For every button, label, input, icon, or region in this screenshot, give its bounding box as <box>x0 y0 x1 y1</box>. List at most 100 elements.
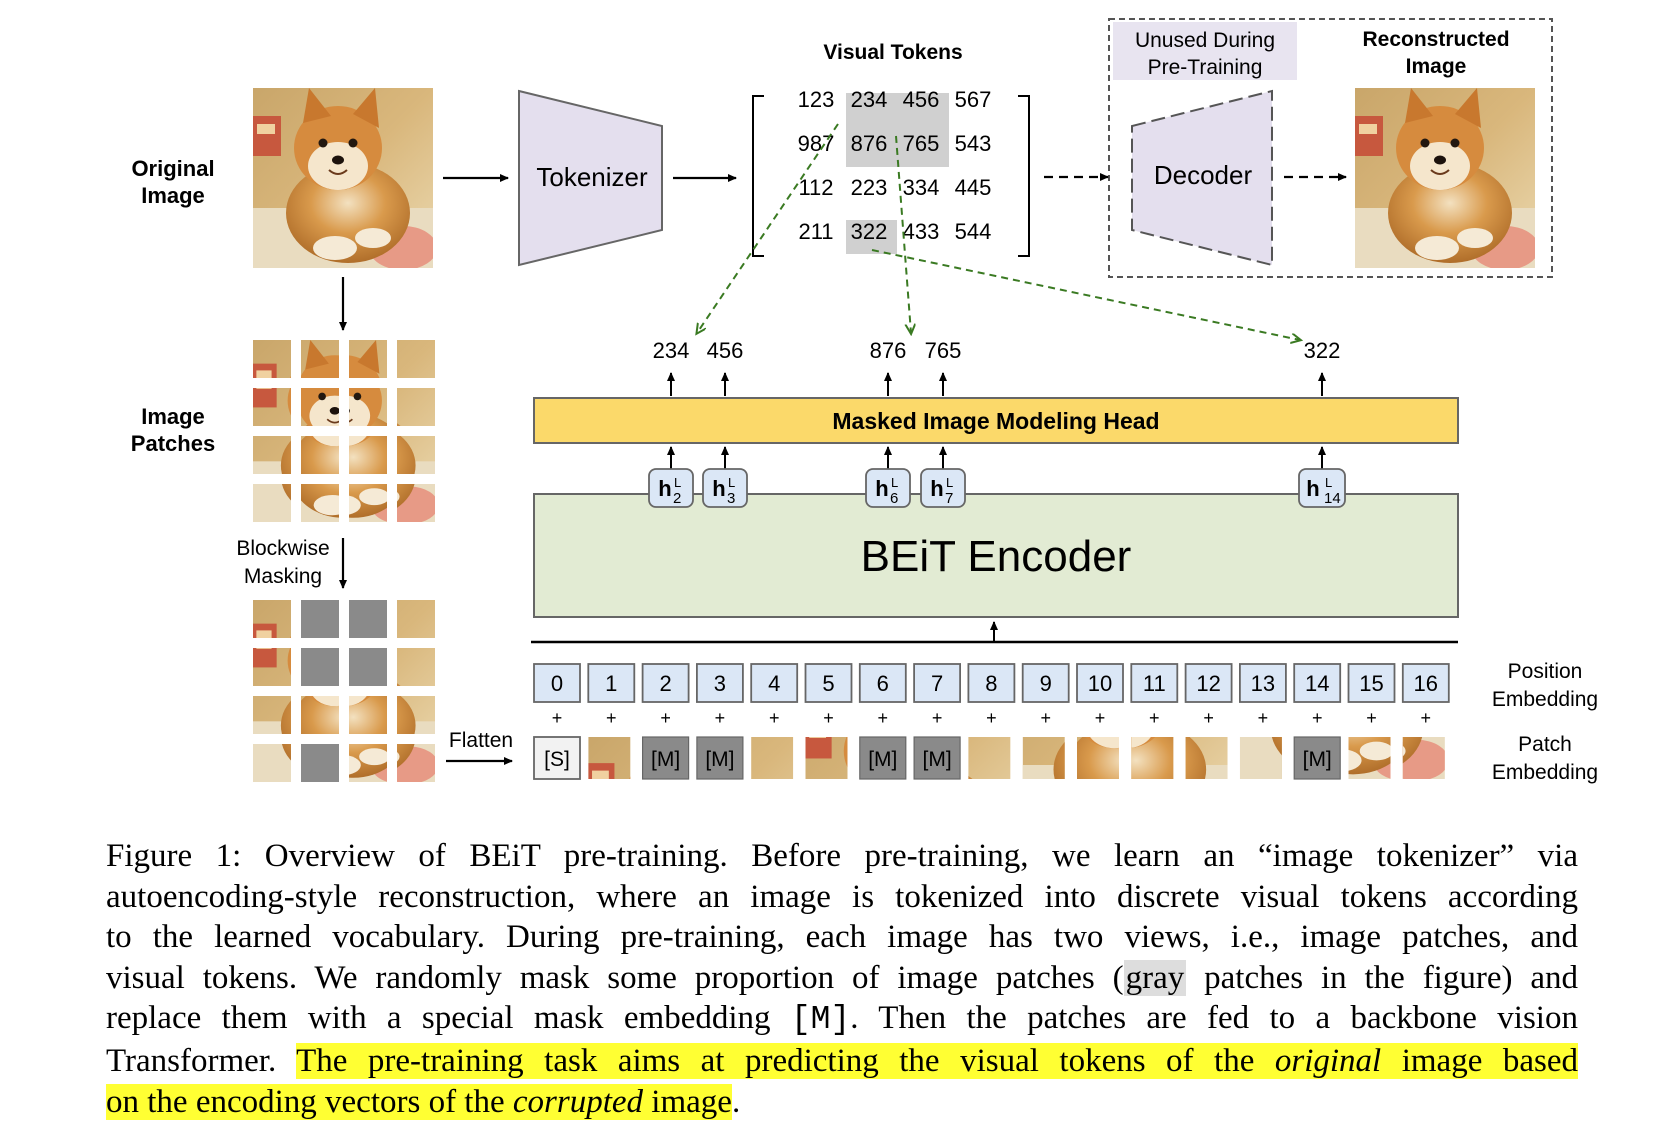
caption-line-1: Figure 1: Overview of BEiT pre-training.… <box>106 836 1578 877</box>
masked-patches-grid <box>253 600 435 782</box>
image-patches-label-line2: Patches <box>131 431 215 456</box>
caption-text: . <box>731 1083 741 1120</box>
green-arrow-322 <box>871 249 1300 340</box>
patch-embedding-label-line2: Embedding <box>1492 761 1598 784</box>
caption-highlight-text: image <box>643 1083 732 1120</box>
special-token-box <box>533 736 581 780</box>
hidden-state-subscript: 14 <box>1324 490 1341 507</box>
hidden-state-subscript: 6 <box>890 490 898 507</box>
caption-line-7: on the encoding vectors of the corrupted… <box>106 1082 1578 1123</box>
position-index: 5 <box>822 671 834 696</box>
hidden-state-superscript: L <box>891 475 898 490</box>
caption-line-2: autoencoding-style reconstruction, where… <box>106 878 1578 915</box>
mask-token-label: [M] <box>705 748 734 771</box>
position-embedding-box <box>967 663 1016 703</box>
plus-sign: + <box>1203 708 1214 728</box>
plus-sign: + <box>932 708 943 728</box>
caption-line-5: replace them with a special mask embeddi… <box>106 998 1578 1041</box>
plus-sign: + <box>715 708 726 728</box>
unused-label-bg <box>1113 22 1297 80</box>
position-index: 8 <box>985 671 997 696</box>
position-index: 16 <box>1414 671 1438 696</box>
caption-line-3: to the learned vocabulary. During pre-tr… <box>106 919 1578 956</box>
original-image-label-line2: Image <box>141 183 205 208</box>
masked-patch <box>301 648 339 686</box>
original-image <box>253 88 433 268</box>
figure-caption: Figure 1: Overview of BEiT pre-training.… <box>106 836 1578 1122</box>
visual-token: 765 <box>903 131 940 156</box>
caption-highlight-text: on the encoding vectors of the <box>106 1083 513 1120</box>
encoder-box <box>533 493 1459 618</box>
visual-token: 234 <box>851 87 888 112</box>
visual-tokens-title: Visual Tokens <box>823 41 962 64</box>
caption-text: iT pre-training. Before pre-training, we… <box>511 838 1578 874</box>
mim-head-label: Masked Image Modeling Head <box>832 408 1159 434</box>
mask-token-box <box>859 736 907 780</box>
position-embedding-box <box>1293 663 1342 703</box>
caption-line-6: Transformer. The pre-training task aims … <box>106 1041 1578 1082</box>
position-embedding-box <box>1021 663 1070 703</box>
hidden-state-label: h <box>875 476 888 501</box>
position-embedding-box <box>1076 663 1124 703</box>
caption-text-smallcaps: E <box>491 838 512 874</box>
hidden-state-label: h <box>658 476 671 501</box>
plus-sign: + <box>552 708 563 728</box>
image-patches-label-line1: Image <box>141 404 205 429</box>
hidden-state-superscript: L <box>1325 475 1332 490</box>
hidden-state-subscript: 2 <box>673 490 681 507</box>
mim-head-box <box>533 397 1459 444</box>
token-highlight-322 <box>846 220 897 254</box>
visual-token: 223 <box>851 175 888 200</box>
caption-text: replace them with a special mask embeddi… <box>106 1000 791 1037</box>
position-embedding-box <box>913 663 961 703</box>
mask-token-box <box>696 736 744 780</box>
position-embedding-box <box>750 663 799 703</box>
hidden-state-subscript: 7 <box>945 490 953 507</box>
plus-sign: + <box>878 708 889 728</box>
original-image-label-line1: Original <box>131 156 214 181</box>
plus-sign: + <box>823 708 834 728</box>
predicted-token: 234 <box>653 338 690 363</box>
caption-line-4: visual tokens. We randomly mask some pro… <box>106 958 1578 999</box>
plus-sign: + <box>1149 708 1160 728</box>
visual-token: 211 <box>798 219 833 244</box>
caption-emphasis: original <box>1274 1042 1382 1079</box>
position-embedding-box <box>1130 663 1179 703</box>
plus-sign: + <box>660 708 671 728</box>
unused-box <box>1108 18 1553 278</box>
tokenizer-shape <box>518 89 663 267</box>
hidden-state-subscript: 3 <box>727 490 735 507</box>
position-embedding-box <box>1184 663 1233 703</box>
visual-token: 987 <box>798 131 835 156</box>
hidden-state-box <box>865 468 911 508</box>
visual-token: 456 <box>903 87 940 112</box>
hidden-state-superscript: L <box>728 475 735 490</box>
plus-sign: + <box>606 708 617 728</box>
position-index: 6 <box>877 671 889 696</box>
plus-sign-row: +++++++++++++++++ <box>552 708 1431 728</box>
caption-text: patches in the figure) and <box>1186 959 1578 996</box>
plus-sign: + <box>1366 708 1377 728</box>
caption-emphasis: corrupted <box>512 1083 644 1120</box>
token-prediction-arrows <box>697 123 1300 340</box>
masked-patch <box>301 744 339 782</box>
predicted-token: 456 <box>707 338 744 363</box>
caption-text: Overview of B <box>264 838 492 874</box>
green-arrow-top-left <box>697 123 839 333</box>
position-index: 14 <box>1305 671 1329 696</box>
encoder-label: BEiT Encoder <box>861 532 1132 581</box>
blockwise-masking-label-line1: Blockwise <box>236 537 329 560</box>
masked-patch <box>349 648 387 686</box>
special-token-label: [S] <box>544 748 570 771</box>
plus-sign: + <box>1258 708 1269 728</box>
token-bracket-right <box>1018 95 1030 257</box>
decoder-label: Decoder <box>1154 160 1253 190</box>
predicted-token: 876 <box>870 338 907 363</box>
position-embedding-box <box>1401 663 1450 703</box>
position-embedding-box <box>1347 663 1396 703</box>
hidden-state-box <box>920 468 966 508</box>
masked-patch <box>301 600 339 638</box>
visual-token: 112 <box>798 175 833 200</box>
